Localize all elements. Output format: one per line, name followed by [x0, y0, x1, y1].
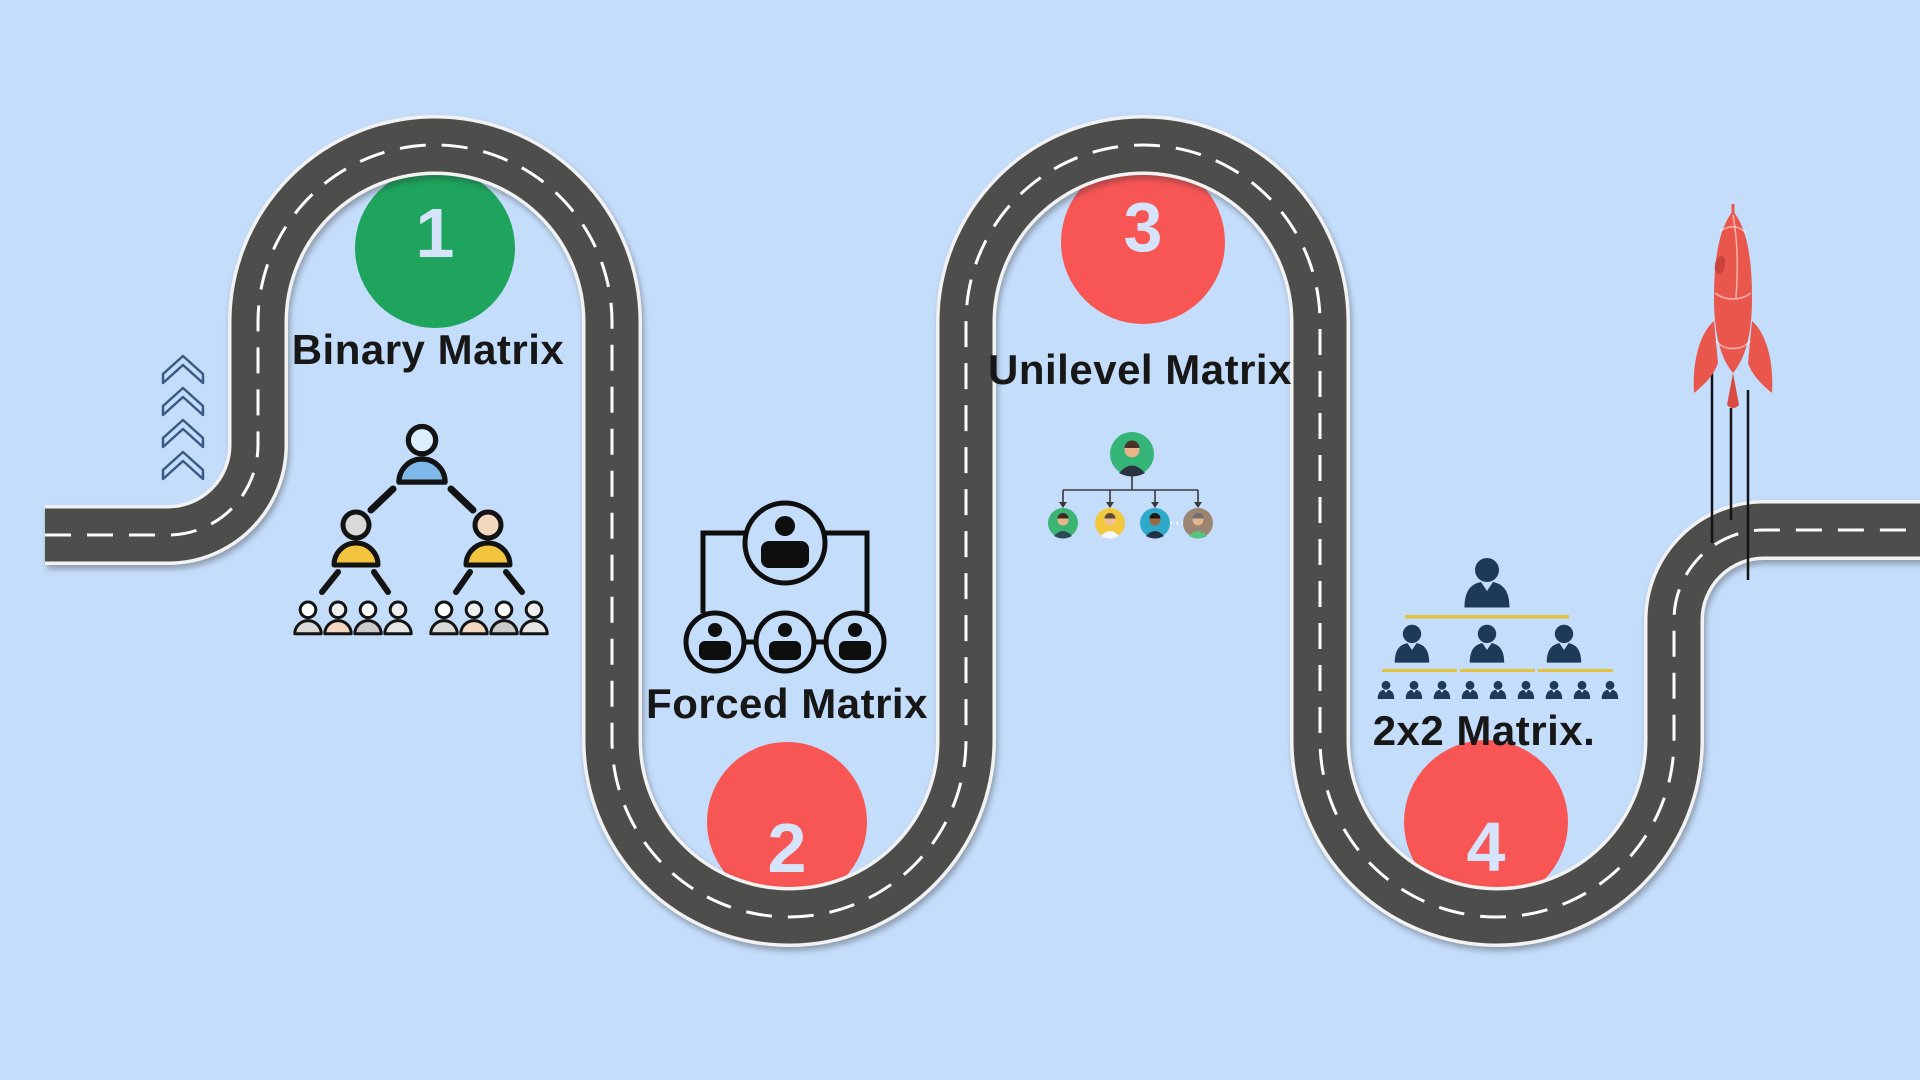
stop-label-forced-matrix: Forced Matrix — [646, 680, 928, 727]
milestone-circle-2 — [707, 742, 867, 902]
chevron-up-icon — [161, 354, 205, 385]
milestone-circle-1 — [355, 168, 515, 328]
milestone-number-4: 4 — [1467, 808, 1506, 886]
rocket-icon — [1693, 204, 1773, 408]
milestone-number-1: 1 — [416, 194, 455, 272]
chevron-up-icon — [161, 418, 205, 449]
winding-road — [45, 115, 1920, 947]
binary-tree-icon — [293, 427, 549, 636]
stop-label-unilevel-matrix: Unilevel Matrix — [988, 346, 1292, 393]
rocket-trail-lines — [1710, 373, 1750, 580]
stop-label-2x2-matrix: 2x2 Matrix. — [1372, 707, 1596, 754]
road-asphalt — [45, 118, 1920, 944]
pyramid-org-icon — [1377, 558, 1619, 700]
chevron-up-icon — [161, 386, 205, 417]
pyramid-bottom-row — [1377, 680, 1619, 700]
forced-matrix-icon — [683, 500, 887, 674]
milestone-circle-3 — [1061, 160, 1225, 324]
milestone-number-3: 3 — [1124, 188, 1163, 266]
milestone-circle-4 — [1404, 740, 1568, 904]
road-center-dash — [45, 143, 1920, 919]
unilevel-tree-icon — [1048, 432, 1213, 539]
chevron-up-icon — [161, 450, 205, 481]
milestone-number-2: 2 — [768, 809, 807, 887]
chevron-stack — [161, 354, 205, 481]
stop-label-binary-matrix: Binary Matrix — [291, 326, 565, 373]
